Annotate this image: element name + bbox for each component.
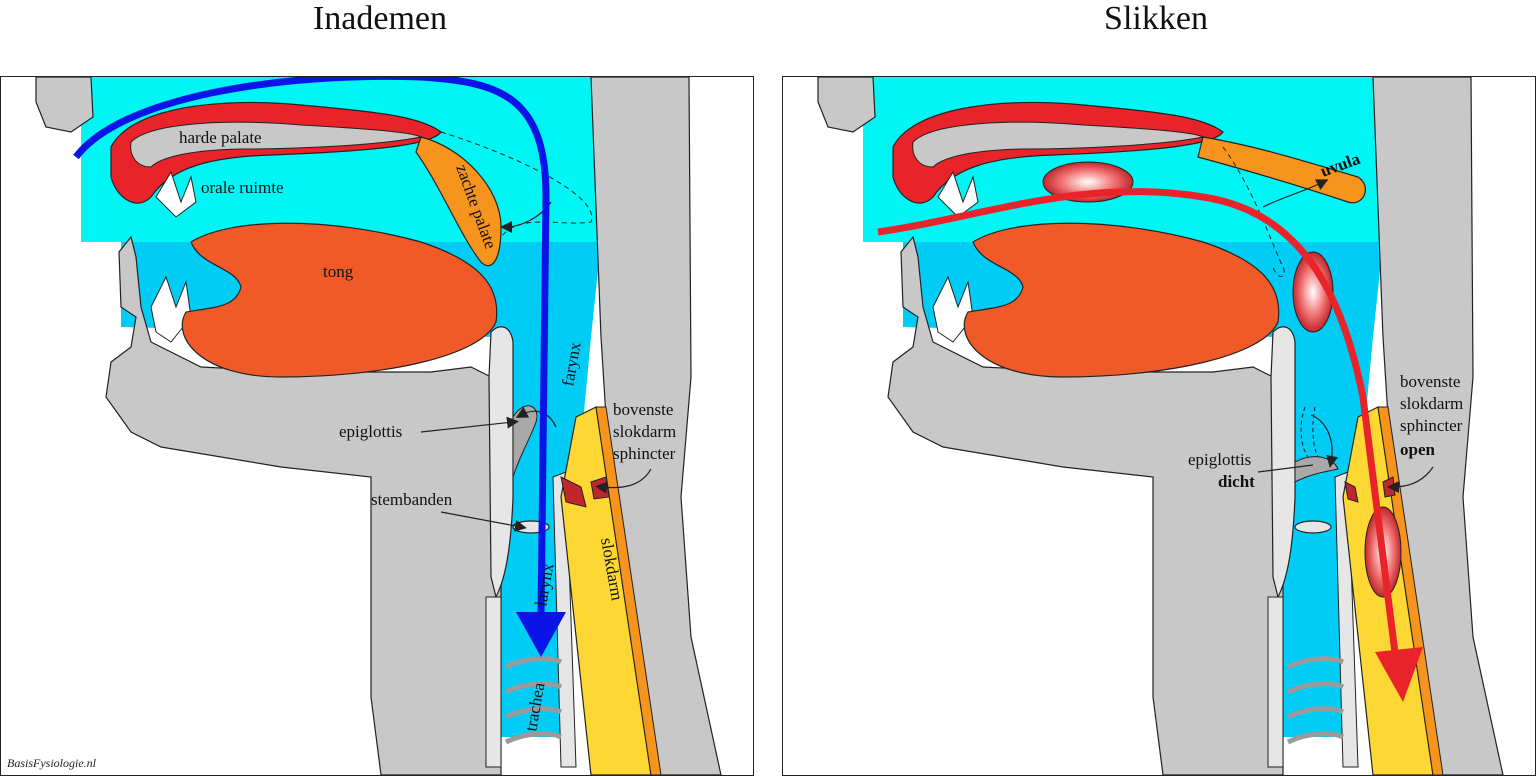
breath-arrow [73,77,550,618]
diagram-inademen: harde palate orale ruimte tong zachte pa… [35,77,722,775]
uvula-move-arrow [1262,179,1329,208]
label-orale-ruimte: orale ruimte [201,178,284,197]
hard-palate-bone [130,121,423,168]
sphincter-left [560,476,587,508]
label-sphincter-2: slokdarm [613,422,676,441]
panel-slikken: uvula epiglottis dicht bovenste slokdarm… [782,76,1536,776]
epiglottis [488,326,514,599]
stembanden-pointer [440,511,527,532]
epiglottis-r [1270,326,1296,599]
diagram-slikken: uvula epiglottis dicht bovenste slokdarm… [817,77,1504,775]
label-epiglottis-r: epiglottis [1188,450,1251,469]
epiglottis-dashed [1300,406,1319,458]
title-inademen: Inademen [312,0,448,37]
trachea-back-wall [552,471,577,768]
hard-palate-bone-r [912,121,1205,168]
label-epiglottis: epiglottis [339,422,402,441]
trachea-front-wall [485,596,502,768]
vocal-cords-r [1294,520,1332,534]
tongue [181,222,498,378]
epiglottis-close-arrow [1310,414,1339,468]
nose-tissue-r [817,77,876,133]
lower-teeth [150,275,192,343]
bolus-pharynx [1292,251,1334,333]
label-open: open [1400,440,1436,459]
upper-teeth [155,170,197,218]
epiglottis-pointer [420,416,519,433]
label-sphincter-3-r: sphincter [1400,416,1463,435]
jaw-tissue-r [887,235,1284,775]
label-sphincter-3: sphincter [613,444,676,463]
lower-teeth-r [932,275,974,343]
sphincter-pointer [595,468,652,494]
jaw-tissue [105,235,502,775]
label-sphincter-1: bovenste [613,400,673,419]
soft-palate [415,136,502,267]
trachea-back-wall-r [1334,471,1359,768]
swallow-arrowhead [1375,647,1423,702]
panel-inademen: harde palate orale ruimte tong zachte pa… [0,76,754,776]
label-dicht: dicht [1218,472,1255,491]
sphincter-left-open [1344,481,1359,503]
label-tong: tong [323,262,354,281]
title-slikken: Slikken [1104,0,1208,37]
credit: BasisFysiologie.nl [7,756,96,770]
esophagus-wall [595,406,662,775]
label-sphincter-1-r: bovenste [1400,372,1460,391]
label-stembanden: stembanden [371,490,453,509]
trachea-rings-r [1286,656,1345,745]
label-harde-palate: harde palate [179,128,262,147]
trachea-front-wall-r [1267,596,1284,768]
breath-arrowhead [516,612,566,657]
epiglottis-pointer-r [1257,464,1314,473]
epiglottis-flap [512,405,538,478]
label-sphincter-2-r: slokdarm [1400,394,1463,413]
soft-palate-dashed-r [1222,146,1285,277]
nose-tissue [35,77,94,133]
trachea-rings [504,656,563,745]
soft-palate-dashed [440,131,593,238]
swallow-arrow [877,188,1402,678]
tongue-r [963,222,1280,378]
sphincter-pointer-r [1387,466,1434,493]
